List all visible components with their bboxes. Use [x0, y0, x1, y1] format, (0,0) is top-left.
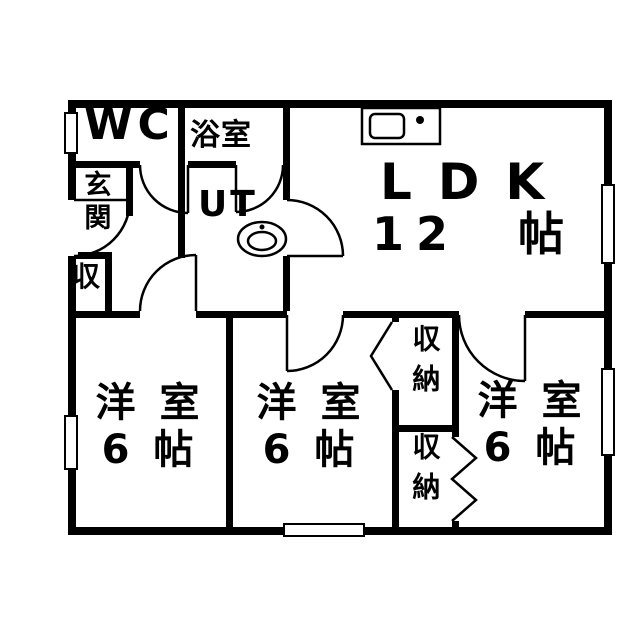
wall-outer-top [68, 100, 612, 108]
room-label-bedroom-middle: 洋 室 6 帖 [233, 380, 389, 474]
wall-mid-d [525, 311, 612, 318]
room-size-ldk: 12 帖 [372, 207, 577, 261]
wall-storage-right [105, 252, 112, 311]
bath-door-arc [234, 164, 285, 214]
bedroom-right-door-arc [457, 314, 527, 383]
wall-entrance-right [126, 161, 133, 216]
wall-ldk-west-upper [283, 100, 290, 200]
wall-ldk-west-lower [283, 256, 290, 311]
closet-lower-door [450, 436, 478, 522]
wall-closet-left-upper [392, 311, 399, 322]
bedroom-left-size: 6 帖 [101, 427, 199, 474]
room-label-closet-upper: 収納 [408, 324, 442, 404]
wall-wc-bath [178, 100, 185, 168]
room-label-bath: 浴室 [190, 118, 252, 153]
wc-door-arc [138, 164, 190, 215]
bedroom-middle-door-arc [285, 314, 345, 373]
room-label-bedroom-left: 洋 室 6 帖 [74, 380, 226, 474]
kitchen-sink-basin [368, 112, 406, 140]
kitchen-sink-icon [360, 106, 442, 146]
window-ldk [601, 184, 615, 264]
kitchen-faucet [416, 116, 424, 124]
room-label-ldk: LDK [380, 153, 571, 211]
wall-ut-left [178, 161, 185, 258]
bedroom-right-name: 洋 室 [477, 378, 587, 424]
bedroom-middle-size: 6 帖 [262, 427, 360, 474]
wall-closet-left-lower [392, 390, 399, 527]
window-wc [64, 112, 78, 154]
wall-mid-b [196, 311, 287, 318]
wall-under-bath [188, 161, 236, 168]
room-label-bedroom-right: 洋 室 6 帖 [459, 378, 605, 472]
wash-basin-icon [236, 220, 288, 258]
closet-upper-door [369, 321, 394, 391]
wall-storage-top [68, 252, 112, 259]
ldk-door-arc [286, 198, 345, 258]
bedroom-right-size: 6 帖 [483, 425, 581, 472]
room-label-storage: 収 [72, 260, 101, 293]
window-bedroom-left [64, 415, 78, 470]
wall-bedroom-divider [226, 311, 233, 527]
wall-mid-a [68, 311, 140, 318]
room-label-wc: WC [84, 99, 175, 150]
room-label-closet-lower: 収納 [408, 432, 442, 512]
wall-under-wc [68, 161, 140, 168]
wash-basin-faucet [259, 224, 265, 230]
bedroom-middle-name: 洋 室 [256, 380, 366, 426]
door-opening-entrance [66, 200, 78, 256]
entrance-door-arc [73, 198, 132, 258]
window-bedroom-right [601, 368, 615, 456]
wall-closet-right-upper [452, 311, 459, 437]
wall-closet-divider [392, 425, 459, 432]
bedroom-left-name: 洋 室 [95, 380, 205, 426]
window-bedroom-middle [283, 523, 365, 537]
bedroom-left-door-arc [138, 253, 198, 312]
wall-closet-right-lower [452, 521, 459, 531]
room-label-utility: UT [198, 184, 258, 225]
wall-mid-c [343, 311, 459, 318]
room-label-entrance: 玄関 [79, 170, 111, 236]
wash-basin-inner [246, 230, 278, 252]
